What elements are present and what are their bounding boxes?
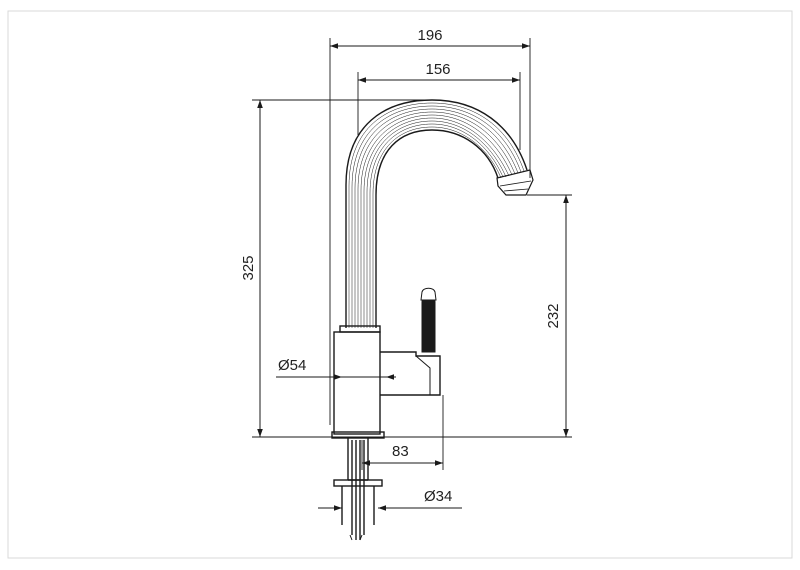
dim-label-232: 232 bbox=[545, 303, 562, 328]
dim-label-34: Ø34 bbox=[424, 488, 452, 505]
spout-inner bbox=[375, 129, 499, 328]
dim-label-54: Ø54 bbox=[278, 357, 306, 374]
spout-outer bbox=[345, 99, 528, 328]
spout-ribs bbox=[348, 102, 525, 328]
dim-label-196: 196 bbox=[417, 27, 442, 44]
handle-lever bbox=[421, 293, 436, 353]
dimension-lines bbox=[257, 43, 569, 511]
extension-lines bbox=[252, 38, 572, 470]
shank bbox=[333, 438, 383, 541]
dim-label-83: 83 bbox=[392, 443, 409, 460]
aerator bbox=[496, 169, 534, 196]
handle-housing bbox=[380, 351, 441, 396]
dim-label-325: 325 bbox=[240, 255, 257, 280]
faucet-outline bbox=[331, 99, 534, 541]
base-ring bbox=[331, 431, 385, 439]
dim-label-156: 156 bbox=[425, 61, 450, 78]
drawing-border bbox=[7, 10, 793, 559]
faucet-body bbox=[333, 331, 381, 435]
